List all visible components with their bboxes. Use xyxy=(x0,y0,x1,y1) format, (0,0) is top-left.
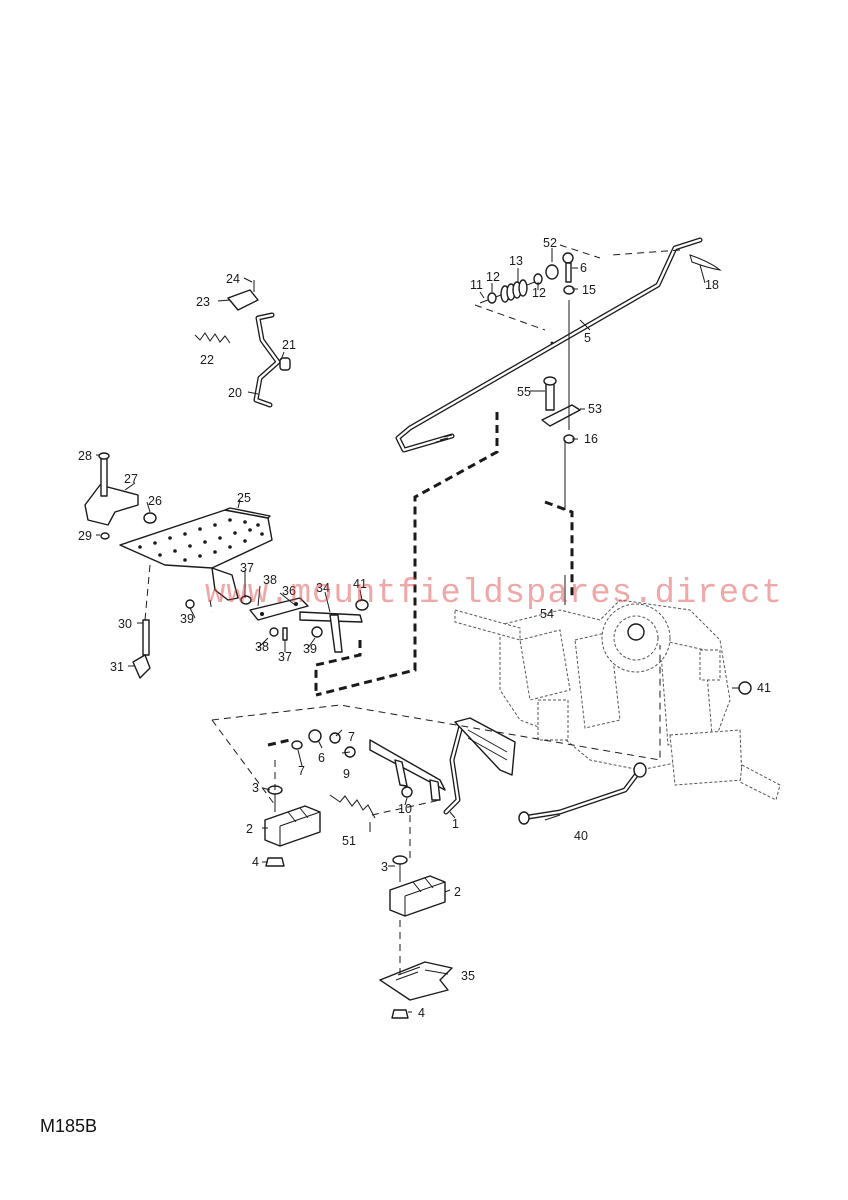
callout-15: 15 xyxy=(582,283,596,297)
callout-13: 13 xyxy=(509,254,523,268)
callout-18: 18 xyxy=(705,278,719,292)
callout-7-left: 7 xyxy=(298,764,305,778)
callout-2-right: 2 xyxy=(454,885,461,899)
footrest-plate xyxy=(84,452,273,679)
diagram-code: M185B xyxy=(40,1116,98,1136)
callout-labels: 24 23 21 22 20 28 27 25 26 29 30 31 37 3… xyxy=(78,236,771,1020)
callout-23: 23 xyxy=(196,295,210,309)
callout-3-top: 3 xyxy=(252,781,259,795)
callout-38-top: 38 xyxy=(263,573,277,587)
callout-51: 51 xyxy=(342,834,356,848)
callout-20: 20 xyxy=(228,386,242,400)
callout-54: 54 xyxy=(540,607,554,621)
callout-12-bottom: 12 xyxy=(532,286,546,300)
callout-29: 29 xyxy=(78,529,92,543)
pedal-shaft xyxy=(291,717,516,819)
callout-16: 16 xyxy=(584,432,598,446)
callout-10: 10 xyxy=(398,802,412,816)
callout-6-top: 6 xyxy=(580,261,587,275)
callout-30: 30 xyxy=(118,617,132,631)
callout-53: 53 xyxy=(588,402,602,416)
callout-27: 27 xyxy=(124,472,138,486)
mount-blocks xyxy=(264,785,453,1019)
control-rod xyxy=(395,237,703,453)
callout-26: 26 xyxy=(148,494,162,508)
callout-22: 22 xyxy=(200,353,214,367)
callout-36: 36 xyxy=(282,584,296,598)
callout-41-right: 41 xyxy=(757,681,771,695)
callout-25: 25 xyxy=(237,491,251,505)
callout-1: 1 xyxy=(452,817,459,831)
rod-clip xyxy=(689,254,722,271)
callout-5: 5 xyxy=(584,331,591,345)
callout-4-bottom: 4 xyxy=(418,1006,425,1020)
callout-40: 40 xyxy=(574,829,588,843)
callout-34: 34 xyxy=(316,581,330,595)
callout-37-bottom: 37 xyxy=(278,650,292,664)
callout-7-right: 7 xyxy=(348,730,355,744)
callout-2-left: 2 xyxy=(246,822,253,836)
spring-assembly xyxy=(479,252,575,304)
pivot-bracket xyxy=(541,300,581,444)
callout-4-top: 4 xyxy=(252,855,259,869)
lever-linkage xyxy=(194,280,291,408)
callout-21: 21 xyxy=(282,338,296,352)
callout-39-right: 39 xyxy=(303,642,317,656)
callout-38-bottom: 38 xyxy=(255,640,269,654)
callout-41-left: 41 xyxy=(353,577,367,591)
callout-9: 9 xyxy=(343,767,350,781)
callout-31: 31 xyxy=(110,660,124,674)
callout-52: 52 xyxy=(543,236,557,250)
callout-6-bottom: 6 xyxy=(318,751,325,765)
callout-37-top: 37 xyxy=(240,561,254,575)
callout-55: 55 xyxy=(517,385,531,399)
callout-35: 35 xyxy=(461,969,475,983)
leader-lines xyxy=(96,248,740,1013)
callout-24: 24 xyxy=(226,272,240,286)
callout-12-top: 12 xyxy=(486,270,500,284)
callout-3-bottom: 3 xyxy=(381,860,388,874)
callout-28: 28 xyxy=(78,449,92,463)
watermark: www.mountfieldspares.direct xyxy=(205,575,783,613)
transmission-unit xyxy=(454,599,781,801)
callout-11: 11 xyxy=(470,278,483,292)
callout-39-left: 39 xyxy=(180,612,194,626)
assembly-lines xyxy=(209,244,681,975)
